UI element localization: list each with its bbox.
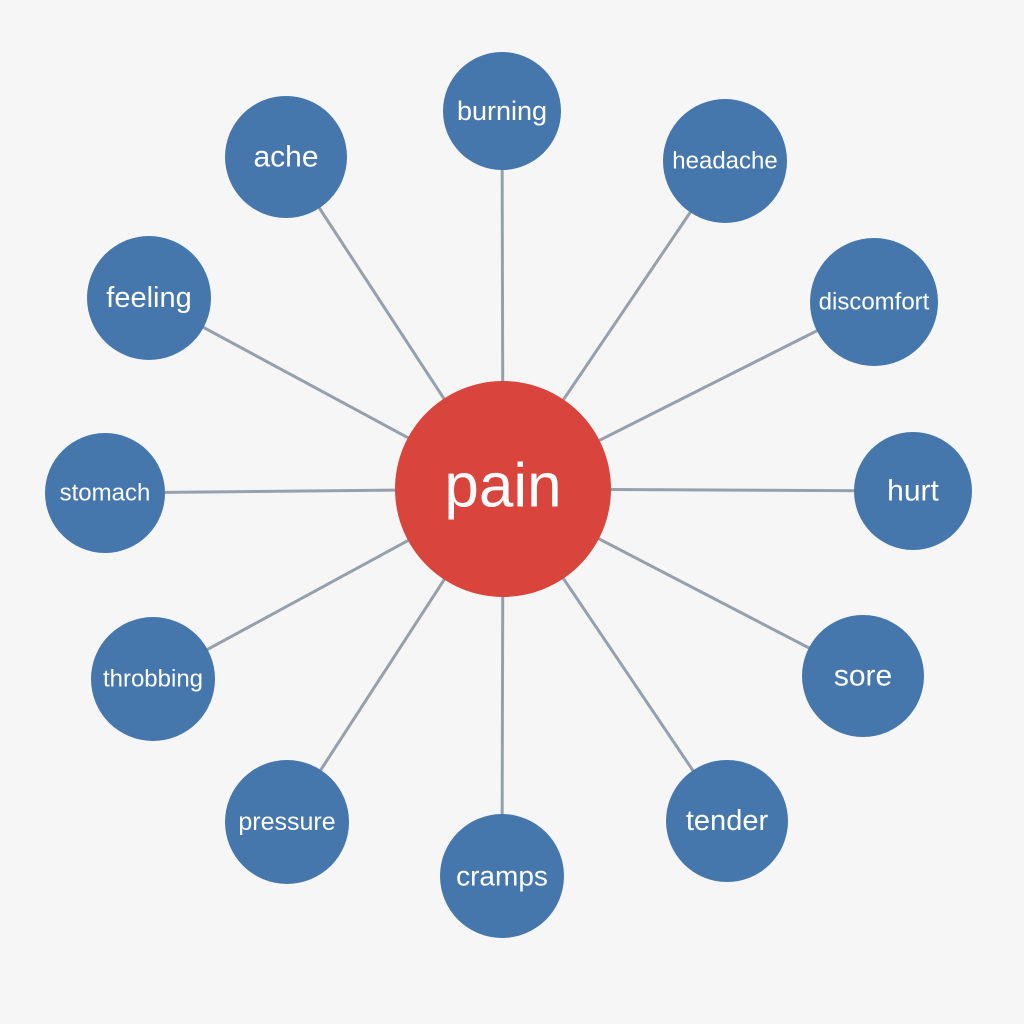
center-node-circle — [395, 381, 611, 597]
node-label-headache: headache — [672, 148, 777, 175]
node-circle-cramps — [440, 814, 564, 938]
node-label-feeling: feeling — [106, 282, 191, 314]
node-label-stomach: stomach — [60, 480, 151, 507]
node-circle-stomach — [45, 433, 165, 553]
node-cramps: cramps — [440, 814, 564, 938]
node-label-throbbing: throbbing — [103, 666, 203, 693]
node-label-hurt: hurt — [887, 475, 939, 508]
node-circle-feeling — [87, 236, 211, 360]
node-label-burning: burning — [457, 96, 547, 126]
node-label-tender: tender — [686, 805, 769, 837]
node-circle-hurt — [854, 432, 972, 550]
node-circle-pressure — [225, 760, 349, 884]
nodes-layer: burning headache discomfort hurt sore tender c… — [45, 52, 972, 938]
center-node-label: pain — [444, 452, 561, 521]
node-label-pressure: pressure — [238, 808, 335, 836]
node-circle-headache — [663, 99, 787, 223]
node-throbbing: throbbing — [91, 617, 215, 741]
node-circle-sore — [802, 615, 924, 737]
node-circle-tender — [666, 760, 788, 882]
node-label-cramps: cramps — [456, 861, 548, 892]
node-label-discomfort: discomfort — [819, 289, 930, 316]
node-label-ache: ache — [253, 141, 318, 174]
node-circle-discomfort — [810, 238, 938, 366]
node-pressure: pressure — [225, 760, 349, 884]
node-tender: tender — [666, 760, 788, 882]
node-discomfort: discomfort — [810, 238, 938, 366]
node-circle-ache — [225, 96, 347, 218]
node-burning: burning — [443, 52, 561, 170]
node-label-sore: sore — [834, 660, 892, 693]
node-hurt: hurt — [854, 432, 972, 550]
node-feeling: feeling — [87, 236, 211, 360]
node-ache: ache — [225, 96, 347, 218]
node-stomach: stomach — [45, 433, 165, 553]
center-node: pain — [395, 381, 611, 597]
node-headache: headache — [663, 99, 787, 223]
node-circle-throbbing — [91, 617, 215, 741]
node-sore: sore — [802, 615, 924, 737]
node-circle-burning — [443, 52, 561, 170]
